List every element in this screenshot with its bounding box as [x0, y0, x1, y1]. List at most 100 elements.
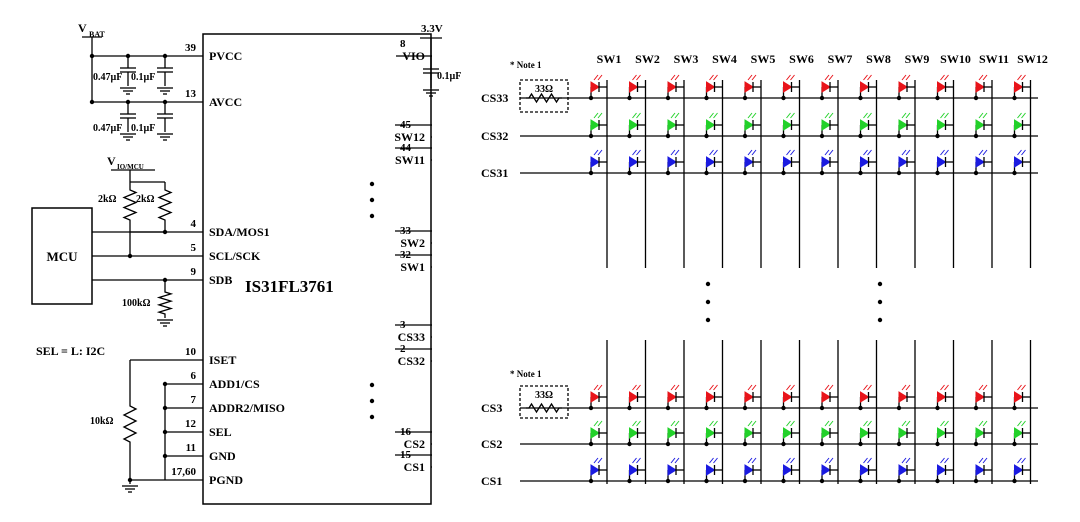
led-diode — [821, 391, 831, 403]
pin-label-iset: ISET — [209, 353, 236, 367]
capacitor-value: 0.47µF — [93, 123, 122, 134]
vbat-sub-label: BAT — [89, 30, 106, 39]
led-light-arrows — [670, 384, 680, 391]
led-diode — [629, 119, 639, 131]
cs-row-label: CS31 — [481, 166, 508, 180]
led-light-arrows — [901, 149, 911, 156]
led-diode — [744, 81, 754, 93]
pin-label-sw1: SW1 — [400, 260, 425, 274]
led-light-arrows — [1017, 384, 1026, 391]
pin-label-avcc: AVCC — [209, 95, 242, 109]
led-diode — [937, 391, 947, 403]
led-light-arrows — [709, 420, 718, 427]
pin-number-11: 11 — [186, 442, 196, 454]
led-junction-dot — [588, 95, 594, 101]
ellipsis-dot — [369, 382, 375, 388]
pin-number-5: 5 — [191, 242, 197, 254]
led-junction-dot — [1012, 405, 1017, 411]
led-diode — [975, 119, 985, 131]
led-diode — [783, 156, 793, 168]
junction-dot — [162, 405, 168, 411]
led-junction-dot — [819, 133, 825, 139]
led-junction-dot — [858, 133, 863, 139]
ground-symbol — [122, 485, 138, 493]
led-junction-dot — [935, 170, 940, 176]
led-junction-dot — [935, 478, 940, 484]
ground-symbol — [423, 89, 439, 97]
led-diode — [975, 427, 985, 439]
led-junction-dot — [819, 95, 825, 101]
led-light-arrows — [824, 457, 834, 464]
led-diode — [975, 81, 985, 93]
led-diode — [783, 119, 793, 131]
led-light-arrows — [786, 112, 795, 119]
led-diode — [629, 427, 639, 439]
led-diode — [1014, 119, 1024, 131]
pin-number-4: 4 — [191, 218, 197, 230]
led-diode — [744, 427, 754, 439]
led-junction-dot — [627, 441, 632, 447]
led-diode — [629, 81, 639, 93]
ground-symbol — [157, 133, 173, 141]
led-junction-dot — [588, 405, 594, 411]
led-diode — [744, 156, 754, 168]
led-junction-dot — [858, 170, 863, 176]
led-light-arrows — [863, 112, 872, 119]
capacitor-value: 0.1µF — [131, 123, 155, 134]
led-junction-dot — [742, 95, 748, 101]
pin-label-pgnd: PGND — [209, 473, 243, 487]
led-light-arrows — [747, 457, 757, 464]
series-resistor — [526, 92, 562, 104]
led-diode — [590, 391, 600, 403]
led-diode — [706, 119, 716, 131]
led-light-arrows — [863, 420, 872, 427]
pin-label-sdamos1: SDA/MOS1 — [209, 225, 270, 239]
led-diode — [590, 119, 600, 131]
led-junction-dot — [973, 133, 979, 139]
pullup-resistor-sda — [122, 186, 138, 224]
led-light-arrows — [593, 420, 603, 427]
pin-number-7: 7 — [191, 394, 197, 406]
pin-label-cs33: CS33 — [398, 330, 425, 344]
cs-row-label: CS33 — [481, 91, 508, 105]
led-light-arrows — [593, 74, 603, 81]
led-diode — [590, 156, 600, 168]
led-light-arrows — [632, 74, 641, 81]
led-junction-dot — [742, 170, 748, 176]
led-junction-dot — [588, 133, 594, 139]
led-junction-dot — [819, 405, 825, 411]
cs-row-label: CS1 — [481, 474, 502, 488]
led-junction-dot — [588, 478, 594, 484]
led-diode — [821, 81, 831, 93]
led-diode — [1014, 391, 1024, 403]
led-junction-dot — [742, 441, 748, 447]
led-light-arrows — [901, 384, 911, 391]
led-light-arrows — [632, 420, 641, 427]
chip-name: IS31FL3761 — [245, 277, 334, 296]
led-light-arrows — [670, 112, 680, 119]
led-diode — [937, 427, 947, 439]
ellipsis-dot — [369, 181, 375, 187]
led-diode — [937, 464, 947, 476]
sw-column-label: SW3 — [674, 52, 699, 66]
led-diode — [667, 391, 677, 403]
led-light-arrows — [593, 384, 603, 391]
led-junction-dot — [627, 95, 632, 101]
ellipsis-dot — [369, 213, 375, 219]
led-diode — [1014, 156, 1024, 168]
led-light-arrows — [709, 112, 718, 119]
led-diode — [706, 156, 716, 168]
mcu-box — [31, 207, 93, 305]
led-junction-dot — [665, 133, 671, 139]
led-junction-dot — [588, 441, 594, 447]
led-diode — [667, 427, 677, 439]
led-light-arrows — [747, 384, 757, 391]
pin-label-add1cs: ADD1/CS — [209, 377, 260, 391]
led-diode — [821, 464, 831, 476]
led-junction-dot — [1012, 133, 1017, 139]
sw-column-label: SW12 — [1017, 52, 1048, 66]
sw-column-label: SW10 — [940, 52, 971, 66]
led-light-arrows — [901, 74, 911, 81]
led-light-arrows — [632, 384, 641, 391]
